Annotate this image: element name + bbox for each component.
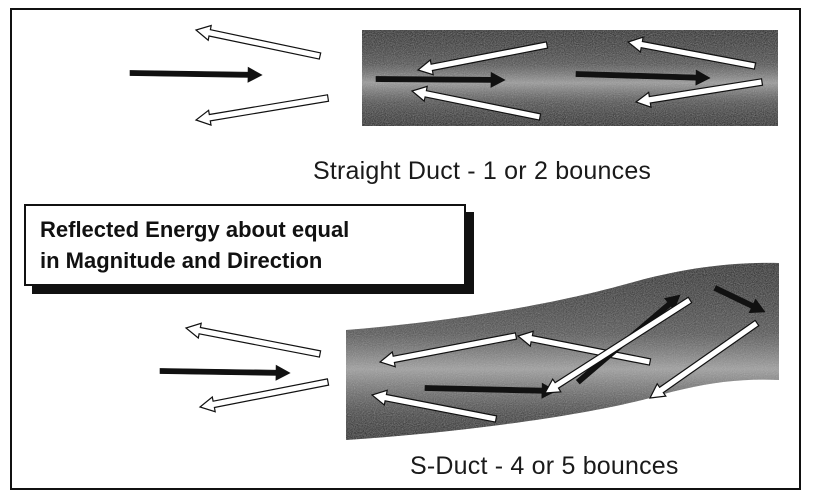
reflected-arrow — [543, 296, 693, 394]
callout-line-1: Reflected Energy about equal — [40, 217, 350, 242]
arrow-layer — [129, 24, 766, 423]
reflected-arrow — [634, 78, 764, 109]
reflected-arrow — [416, 41, 549, 76]
incident-arrow — [375, 71, 506, 88]
incident-arrow — [713, 285, 766, 314]
reflected-arrow — [194, 94, 330, 126]
reflected-arrow — [410, 85, 542, 121]
reflected-arrow — [648, 319, 760, 399]
incident-arrow — [129, 66, 263, 83]
s-duct-caption: S-Duct - 4 or 5 bounces — [410, 452, 679, 480]
reflected-arrow — [516, 330, 652, 366]
callout-line-2: in Magnitude and Direction — [40, 248, 323, 273]
reflected-arrow — [378, 332, 518, 368]
callout-box: Reflected Energy about equal in Magnitud… — [24, 204, 466, 286]
s-duct — [346, 262, 779, 440]
reflected-arrow — [198, 378, 330, 413]
straight-duct-caption: Straight Duct - 1 or 2 bounces — [313, 157, 652, 185]
reflected-arrow — [626, 36, 757, 70]
reflected-arrow — [194, 24, 322, 60]
incident-arrow — [575, 69, 711, 86]
incident-arrow — [159, 364, 291, 381]
reflected-arrow — [370, 389, 498, 423]
reflected-arrow — [184, 322, 322, 358]
